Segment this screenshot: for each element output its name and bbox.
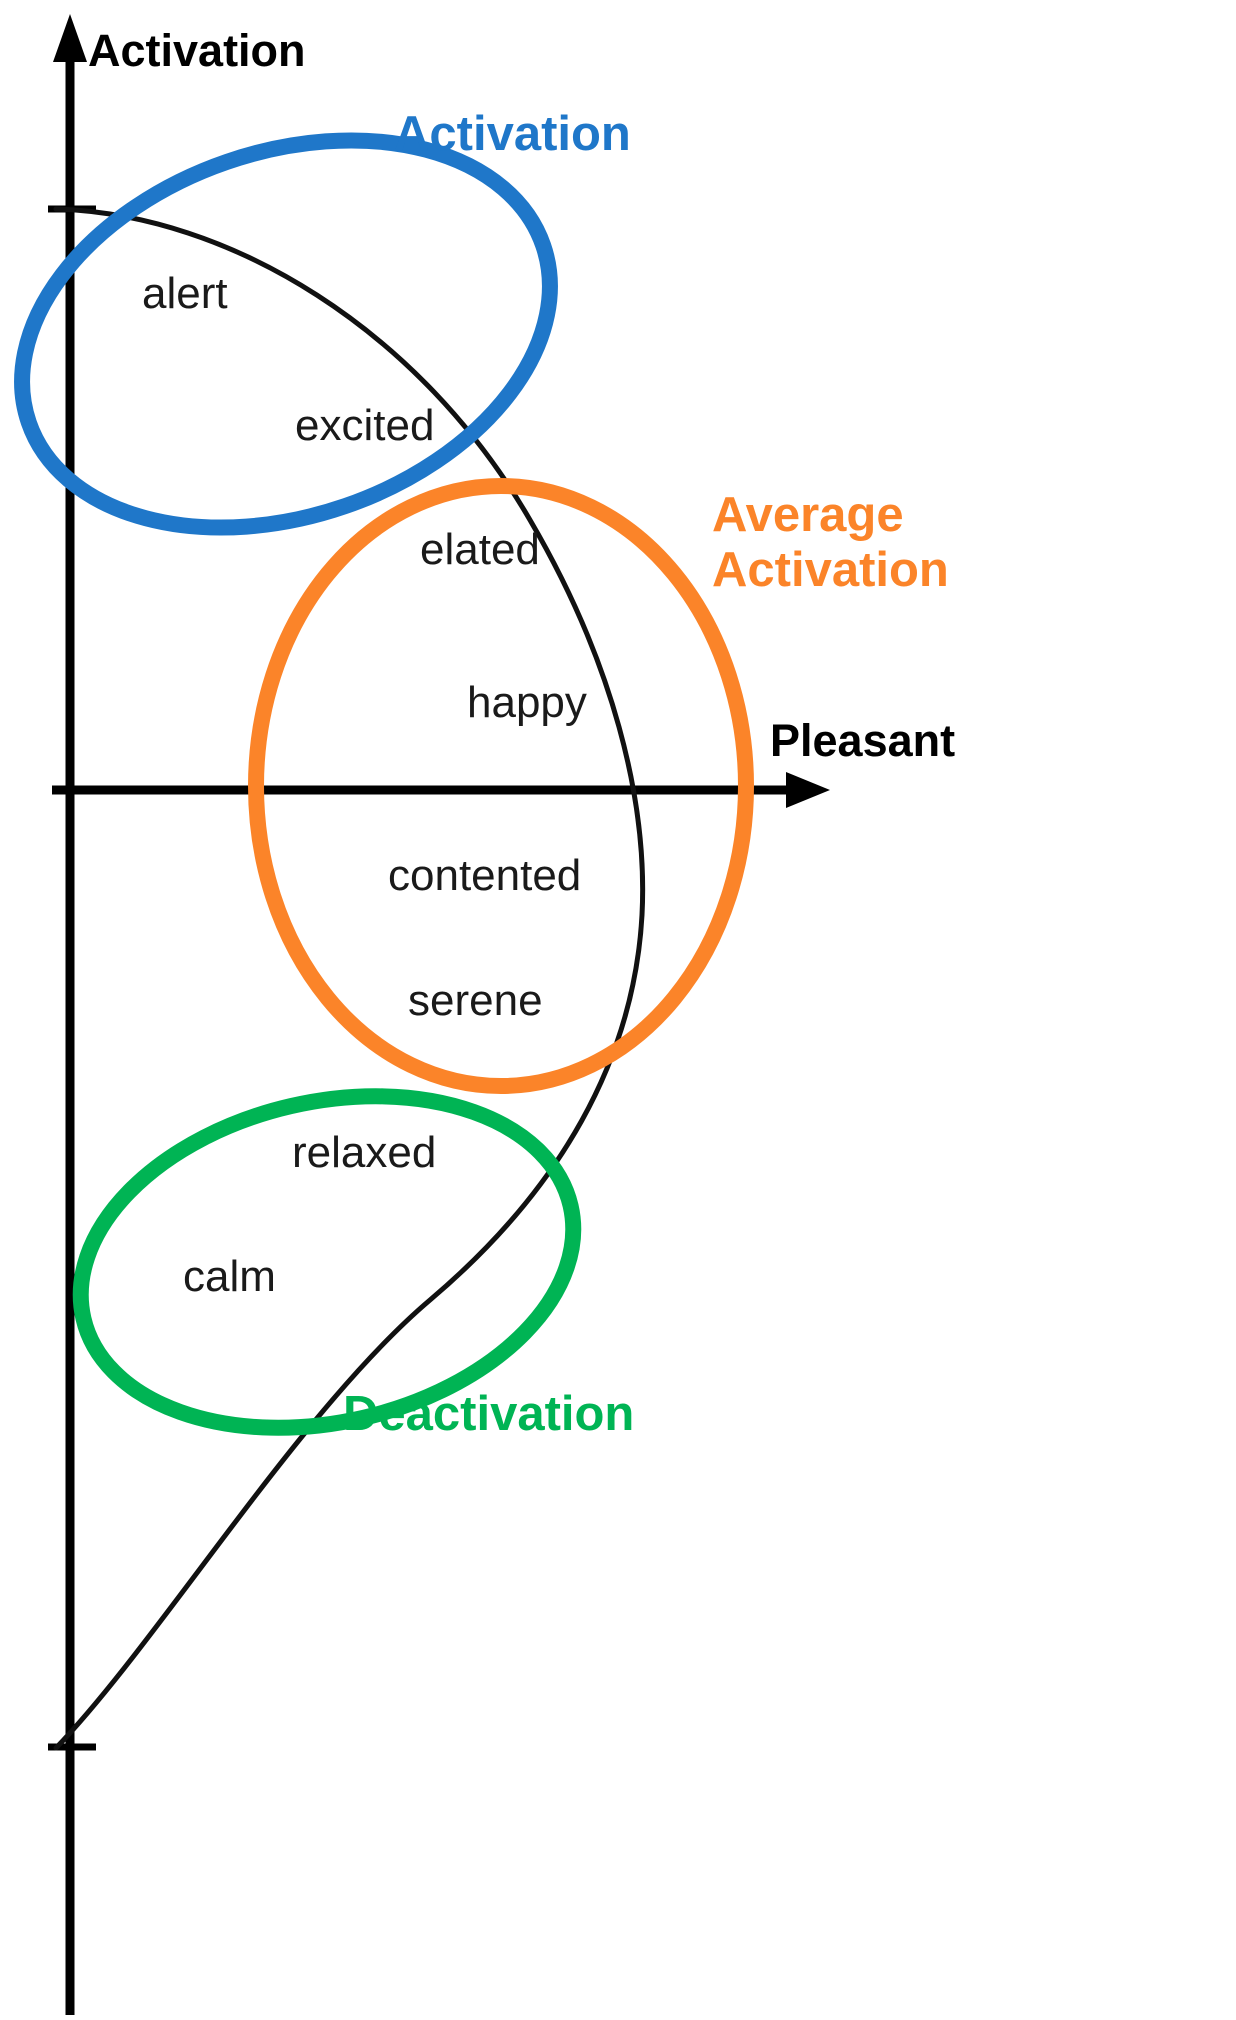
mood-word-relaxed: relaxed (292, 1128, 437, 1177)
mood-word-elated: elated (420, 525, 540, 574)
group-label-average-activation: Average Activation (712, 488, 949, 597)
group-label-deactivation: Deactivation (343, 1387, 635, 1441)
cluster-ellipse-deactivation (72, 1088, 582, 1436)
x-axis-label: Pleasant (770, 715, 956, 766)
mood-word-alert: alert (142, 269, 228, 318)
y-axis-label: Activation (88, 25, 306, 76)
cluster-ellipse-activation (14, 132, 558, 536)
mood-word-contented: contented (388, 851, 582, 900)
reference-s-curve (53, 206, 646, 1751)
mood-word-calm: calm (183, 1252, 276, 1301)
y-axis-arrowhead (53, 14, 87, 62)
mood-word-happy: happy (467, 678, 587, 727)
mood-word-serene: serene (408, 976, 543, 1025)
cluster-ellipse-average-activation (248, 478, 754, 1094)
group-label-activation: Activation (394, 107, 631, 161)
mood-word-excited: excited (295, 401, 435, 450)
x-axis-arrowhead (786, 772, 830, 808)
